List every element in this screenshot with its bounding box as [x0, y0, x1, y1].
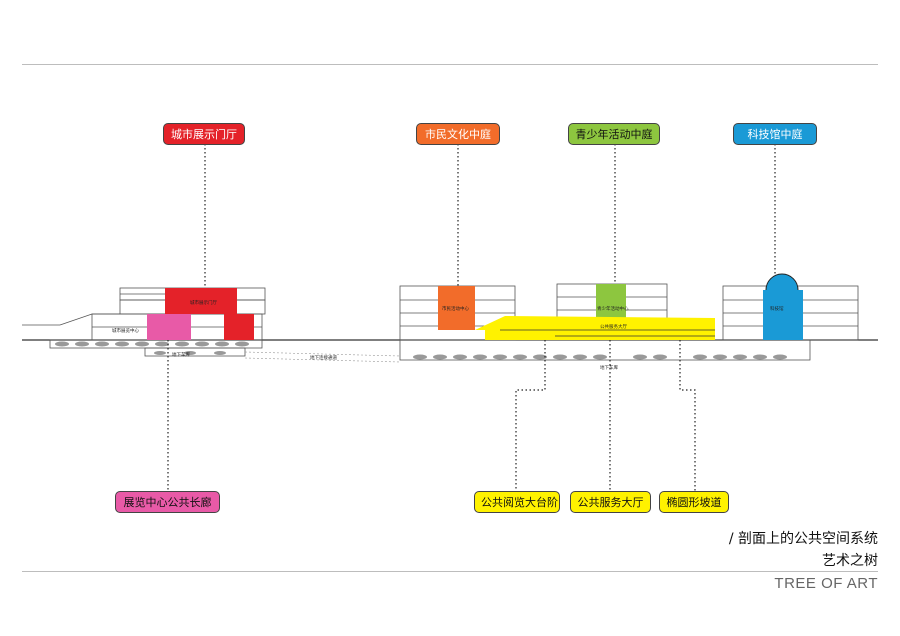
caption-english: TREE OF ART	[774, 575, 878, 592]
leader-lines	[167, 144, 776, 492]
underground-passage	[244, 351, 401, 363]
left-cars	[55, 341, 249, 355]
left-red-block	[224, 314, 254, 340]
green-atrium	[596, 284, 626, 320]
caption-subtitle: / 剖面上的公共空间系统	[728, 531, 878, 547]
tag-science-atrium: 科技馆中庭	[733, 123, 817, 145]
left-red-top	[165, 288, 237, 314]
tag-exhibition-gallery: 展览中心公共长廊	[115, 491, 220, 513]
label-garage-left: 地下车库	[172, 351, 190, 358]
caption-title: 艺术之树	[822, 553, 878, 569]
top-divider	[22, 64, 878, 65]
label-civic-center: 市民活动中心	[442, 305, 469, 312]
bottom-divider	[22, 571, 878, 572]
right-cars	[413, 354, 787, 360]
label-science-museum: 科技馆	[770, 305, 784, 312]
label-public-service: 公共服务大厅	[600, 323, 627, 330]
label-exhibition-center: 城市展览中心	[112, 327, 139, 334]
left-pink-block	[147, 314, 191, 340]
tag-civic-atrium: 市民文化中庭	[416, 123, 500, 145]
tag-reading-steps: 公共阅览大台阶	[474, 491, 560, 513]
label-hall-small: 城市展示门厅	[190, 299, 217, 306]
tag-service-hall: 公共服务大厅	[570, 491, 651, 513]
tag-city-gate: 城市展示门厅	[163, 123, 245, 145]
tag-youth-atrium: 青少年活动中庭	[568, 123, 660, 145]
orange-atrium	[438, 286, 475, 330]
label-garage-right: 地下车库	[600, 364, 618, 371]
yellow-hall-details	[500, 329, 715, 337]
label-youth-center: 青少年活动中心	[597, 305, 629, 312]
blue-atrium	[763, 290, 803, 340]
yellow-hall	[475, 316, 715, 340]
tag-ramp: 椭圆形坡道	[659, 491, 729, 513]
label-underground-passage: 地下连接通道	[310, 354, 337, 361]
